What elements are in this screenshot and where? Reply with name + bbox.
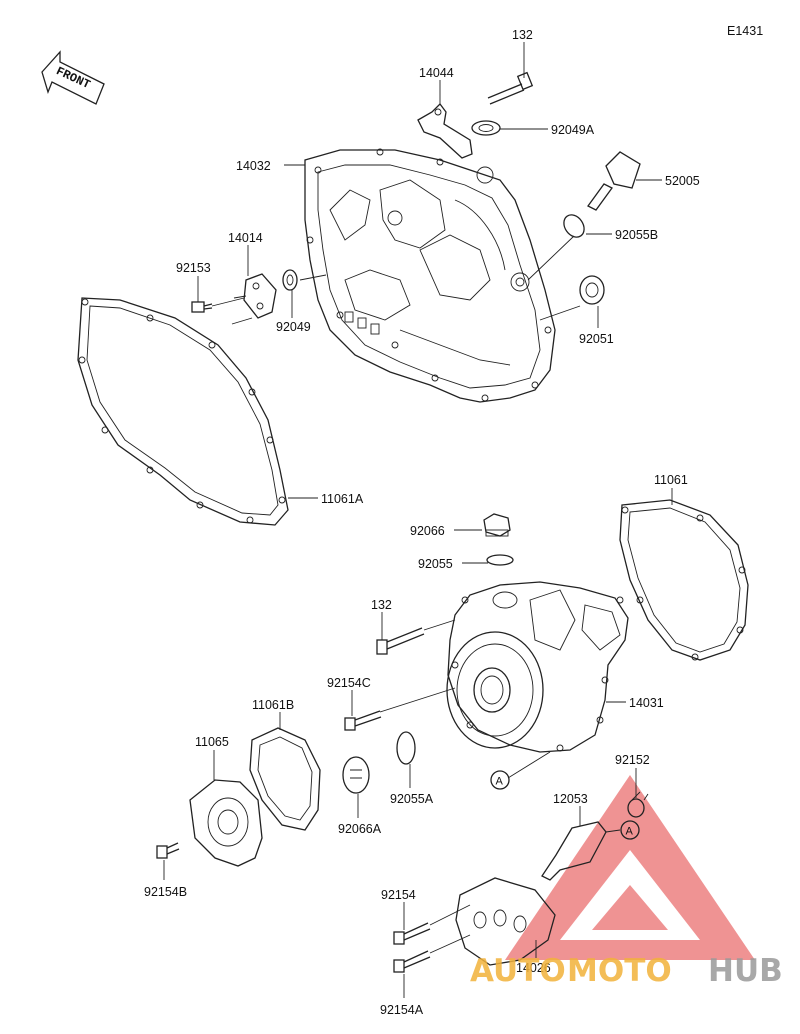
leader-lines [163,42,673,998]
label-11061A: 11061A [321,492,364,506]
clutch-cover-14032 [304,148,556,403]
gasket-11061A [77,297,289,526]
gasket-11061B [249,727,321,831]
part-labels: 132 14044 92049A 14032 52005 92055B 1401… [144,28,700,1017]
cap-92066A [342,756,370,794]
bolt-92154A [393,950,431,973]
generator-cover-14031 [446,581,629,753]
reference-marker-a-2: A [620,820,640,840]
label-92055: 92055 [418,557,453,571]
cap-52005 [587,151,641,211]
o-ring-92055B [563,214,585,238]
label-92066A: 92066A [338,822,382,836]
bolt-132-top [487,71,534,105]
reference-marker-a-1: A [490,770,510,790]
guard-14026 [455,877,556,966]
watermark-text-hub: HUB [708,953,783,989]
label-92154: 92154 [381,888,416,902]
watermark-wordmark: AUTO MOTO HUB [470,953,783,989]
label-92049A: 92049A [551,123,595,137]
plate-14014 [231,273,277,325]
diagram-code: E1431 [727,24,763,38]
bolt-92154C [344,710,382,731]
label-14031: 14031 [629,696,664,710]
label-92055A: 92055A [390,792,434,806]
label-92049: 92049 [276,320,311,334]
label-92154C: 92154C [327,676,371,690]
label-92154A: 92154A [380,1003,424,1017]
label-14026: 14026 [516,961,551,975]
gasket-11061 [619,499,749,661]
bracket-14044 [417,103,473,159]
label-52005: 52005 [665,174,700,188]
plug-92066 [483,513,511,537]
oil-seal-92049A [471,120,501,136]
ref-a-2-label: A [626,826,634,838]
label-11061B: 11061B [252,698,294,712]
bolt-92154B [156,842,180,859]
label-14044: 14044 [419,66,454,80]
label-12053: 12053 [553,792,588,806]
label-132-mid: 132 [371,598,392,612]
label-14032: 14032 [236,159,271,173]
oil-seal-92051 [579,275,605,305]
o-ring-92055A [396,731,416,765]
cover-11065 [189,779,263,867]
bolt-132-mid [376,627,425,655]
label-92055B: 92055B [615,228,658,242]
label-14014: 14014 [228,231,263,245]
oil-seal-92049 [282,269,298,291]
ref-a-1-label: A [496,776,504,788]
bolt-92154 [393,922,431,945]
watermark-text-moto: MOTO [567,953,672,989]
label-132-top: 132 [512,28,533,42]
bolt-92153 [191,301,213,313]
watermark-triangle-logo [505,775,755,960]
label-92066: 92066 [410,524,445,538]
bracket-12053 [541,821,607,881]
o-ring-92055 [486,554,514,566]
label-92152: 92152 [615,753,650,767]
label-11061: 11061 [654,473,688,487]
label-11065: 11065 [195,735,229,749]
label-92154B: 92154B [144,885,187,899]
label-92153: 92153 [176,261,211,275]
watermark-text-auto: AUTO [470,953,566,989]
front-arrow-icon: FRONT [41,50,105,105]
label-92051: 92051 [579,332,614,346]
